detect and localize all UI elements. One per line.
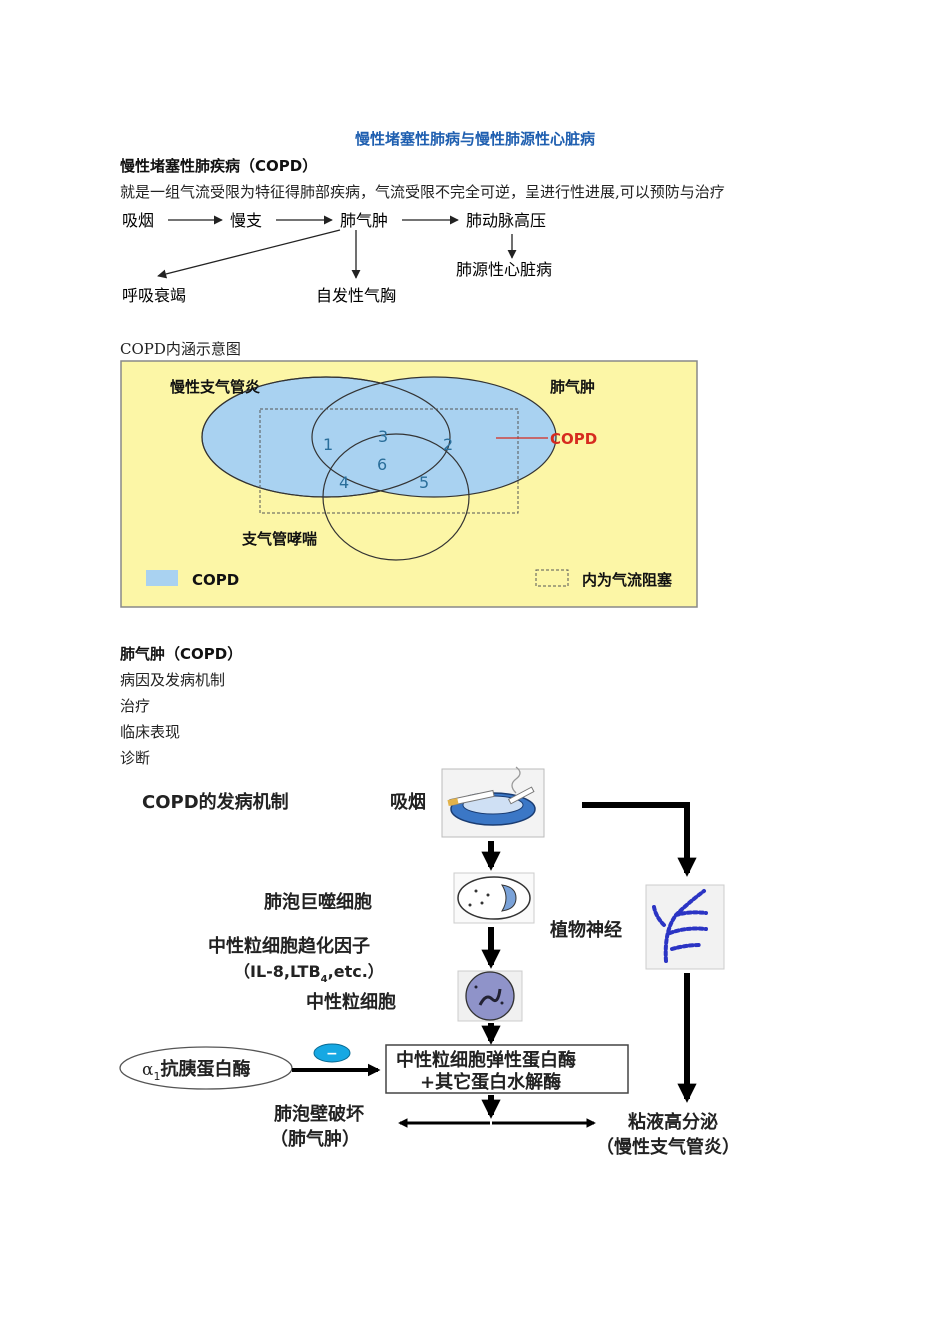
legend-dashed-label: 内为气流阻塞 (582, 571, 673, 589)
svg-text:−: − (326, 1046, 338, 1062)
mech-elastase-line1: 中性粒细胞弹性蛋白酶 (396, 1049, 576, 1071)
neutrophil-cell-icon (457, 970, 523, 1022)
inhibit-minus-badge (313, 1043, 351, 1063)
mech-elastase-line2: +其它蛋白水解酶 (420, 1071, 561, 1093)
flow-cor-pulmonale: 肺源性心脏病 (456, 260, 552, 279)
flow-chronic-bronchitis: 慢支 (230, 211, 262, 230)
label-chronic-bronchitis: 慢性支气管炎 (170, 378, 260, 396)
region-3: 3 (378, 427, 388, 446)
label-emphysema: 肺气肿 (550, 378, 595, 396)
ashtray-cigarette-icon (441, 766, 545, 838)
flow-pulm-hypertension: 肺动脉高压 (466, 211, 546, 230)
macrophage-cell-icon (453, 872, 535, 924)
flow-emphysema: 肺气肿 (340, 211, 388, 230)
copd-definition: 就是一组气流受限为特征得肺部疾病，气流受限不完全可逆，呈进行性进展,可以预防与治… (120, 183, 725, 201)
list-item: 治疗 (120, 697, 151, 715)
copd-mechanism-diagram: COPD的发病机制 吸烟 肺泡巨噬细胞 中性粒细胞趋化因子 （IL-8,LTB4… (119, 766, 740, 1158)
label-copd: COPD (550, 430, 597, 448)
mech-alpha1-antitrypsin: α1抗胰蛋白酶 (142, 1058, 250, 1083)
list-item: 病因及发病机制 (120, 671, 226, 689)
mech-alveolar-destruction: 肺泡壁破坏 (274, 1103, 364, 1125)
mech-macrophage: 肺泡巨噬细胞 (264, 891, 372, 913)
airflow-obstruction-box (259, 408, 519, 514)
flow-resp-failure: 呼吸衰竭 (122, 286, 186, 305)
arrow-5 (157, 229, 341, 279)
list-item: 临床表现 (120, 723, 181, 741)
label-asthma: 支气管哮喘 (241, 530, 317, 548)
region-5: 5 (419, 473, 429, 492)
region-4: 4 (339, 473, 349, 492)
page-title: 慢性堵塞性肺病与慢性肺源性心脏病 (354, 130, 595, 148)
region-2: 2 (443, 435, 453, 454)
mech-emphysema: （肺气肿） (270, 1128, 360, 1150)
circle-asthma (322, 433, 470, 561)
region-1: 1 (323, 435, 333, 454)
nerve-icon (645, 884, 725, 970)
legend-copd-label: COPD (192, 571, 239, 589)
flow-smoking: 吸烟 (122, 211, 154, 230)
list-item: 诊断 (120, 749, 151, 767)
mech-neutrophil: 中性粒细胞 (306, 991, 396, 1013)
mech-mucus: 粘液高分泌 (628, 1111, 718, 1133)
section-heading-copd: 慢性堵塞性肺疾病（COPD） (120, 157, 318, 175)
mech-chemotactic-examples: （IL-8,LTB4,etc.） (234, 962, 384, 985)
mech-chronic-bronchitis: （慢性支气管炎） (596, 1136, 740, 1158)
legend-dashed-swatch (535, 569, 569, 587)
section-heading-emphysema: 肺气肿（COPD） (120, 645, 243, 663)
venn-caption: COPD内涵示意图 (120, 340, 241, 358)
arrow-smoking-nerve (582, 802, 697, 877)
circle-emphysema (311, 376, 557, 498)
legend-copd-swatch (146, 570, 178, 586)
copd-progression-diagram: 吸烟 慢支 肺气肿 肺动脉高压 肺源性心脏病 呼吸衰竭 自发性气胸 (122, 211, 552, 305)
elastase-box (385, 1044, 629, 1094)
flow-pneumothorax: 自发性气胸 (316, 286, 396, 305)
copd-venn-diagram: 慢性支气管炎 肺气肿 COPD 支气管哮喘 1 2 3 4 5 6 COPD 内… (120, 360, 698, 608)
mech-autonomic-nerve: 植物神经 (550, 919, 622, 941)
mech-chemotactic: 中性粒细胞趋化因子 (208, 935, 370, 957)
region-6: 6 (377, 455, 387, 474)
mech-smoking: 吸烟 (390, 791, 426, 813)
mech-title: COPD的发病机制 (142, 791, 289, 813)
